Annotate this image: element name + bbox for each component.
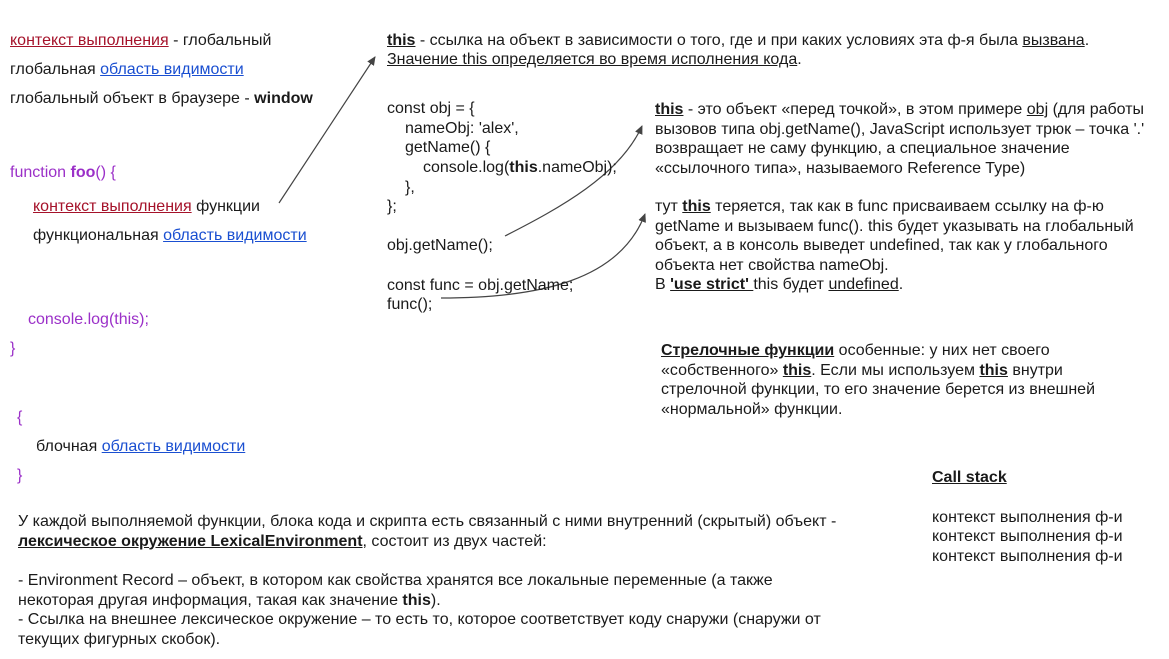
global-object-line: глобальный объект в браузере - window <box>10 90 313 107</box>
call-stack-item: контекст выполнения ф-и <box>932 509 1123 526</box>
global-scope-line: глобальная область видимости <box>10 61 244 78</box>
arrow-getname-to-note <box>504 125 643 237</box>
outer-reference-item: - Ссылка на внешнее лексическое окружени… <box>18 611 821 648</box>
console-log-line: console.log(this); <box>28 311 149 328</box>
global-context-line: контекст выполнения - глобальный <box>10 32 272 49</box>
this-dot-note: this - это объект «перед точкой», в этом… <box>655 101 1145 177</box>
environment-record-item: - Environment Record – объект, в котором… <box>18 572 773 609</box>
block-close-brace: } <box>17 467 23 484</box>
function-close-brace: } <box>10 340 16 357</box>
this-definition: this - ссылка на объект в зависимости о … <box>387 32 1090 49</box>
block-scope-line: блочная область видимости <box>36 438 246 455</box>
arrow-context-to-this <box>278 56 376 204</box>
execution-context-term: контекст выполнения <box>10 32 169 49</box>
func-call: func(); <box>387 296 433 313</box>
execution-context-term: контекст выполнения <box>33 198 192 215</box>
window-keyword: window <box>254 90 313 107</box>
block-open-brace: { <box>17 409 23 426</box>
function-declaration: function foo() { <box>10 164 116 181</box>
call-stack-item: контекст выполнения ф-и <box>932 528 1123 545</box>
lexical-environment-intro: У каждой выполняемой функции, блока кода… <box>18 513 837 550</box>
function-context-line: контекст выполнения функции <box>33 198 260 215</box>
getname-call: obj.getName(); <box>387 237 493 254</box>
scope-link[interactable]: область видимости <box>101 438 246 455</box>
function-scope-line: функциональная область видимости <box>33 227 307 244</box>
call-stack-item: контекст выполнения ф-и <box>932 548 1123 565</box>
arrow-functions-note: Стрелочные функции особенные: у них нет … <box>661 342 1096 418</box>
this-lost-note: тут this теряется, так как в func присва… <box>655 198 1134 293</box>
scope-link[interactable]: область видимости <box>163 227 307 244</box>
this-runtime-note: Значение this определяется во время испо… <box>387 51 802 68</box>
call-stack-title: Call stack <box>932 469 1007 486</box>
scope-link[interactable]: область видимости <box>100 61 244 78</box>
